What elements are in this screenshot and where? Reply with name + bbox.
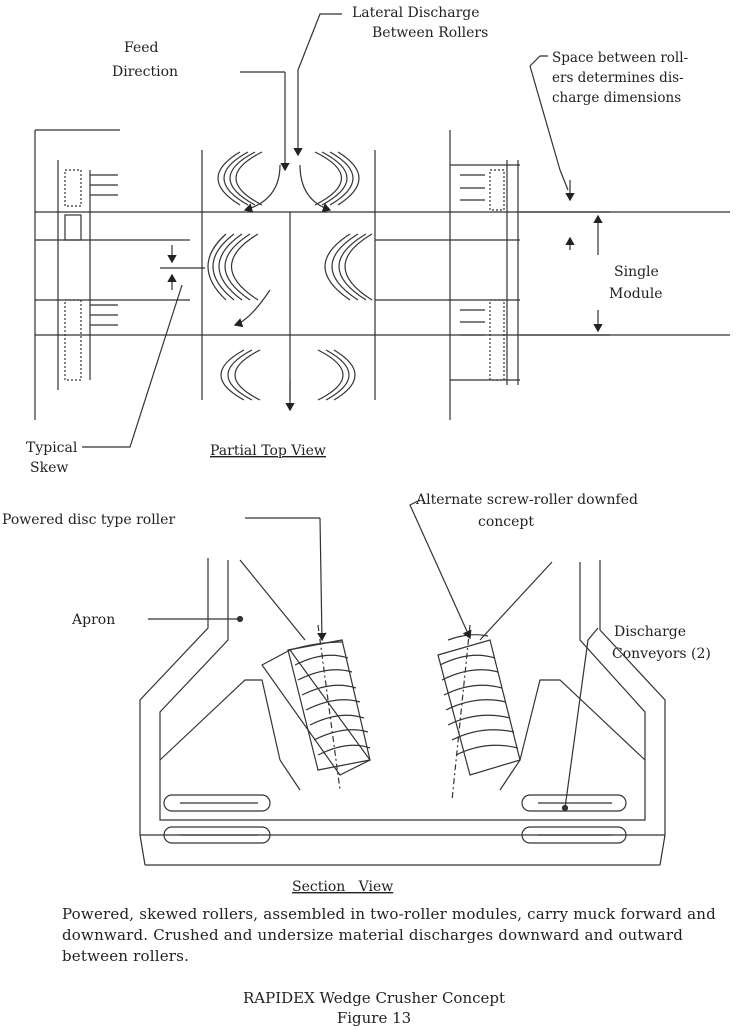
space-between-label-2: ers determines dis- bbox=[552, 70, 684, 86]
section-view-label: Section View bbox=[292, 879, 393, 895]
space-between-label-1: Space between roll- bbox=[552, 50, 688, 66]
discharge-conveyors bbox=[163, 794, 627, 844]
alternate-screw-label-1: Alternate screw-roller downfed bbox=[415, 492, 638, 508]
left-disc-roller bbox=[261, 624, 371, 791]
space-between-label-3: charge dimensions bbox=[552, 90, 681, 106]
feed-direction-label-2: Direction bbox=[112, 64, 178, 80]
section-view bbox=[139, 499, 666, 866]
partial-top-view-label: Partial Top View bbox=[210, 443, 326, 459]
right-screw-roller bbox=[437, 624, 521, 801]
roller-arcs-top bbox=[217, 151, 360, 206]
powered-disc-roller-label: Powered disc type roller bbox=[2, 512, 175, 528]
partial-top-view bbox=[34, 13, 730, 448]
discharge-conveyors-label-2: Conveyors (2) bbox=[612, 646, 711, 662]
alternate-screw-label-2: concept bbox=[478, 514, 534, 530]
apron-label: Apron bbox=[71, 612, 115, 628]
roller-arcs-bottom bbox=[220, 349, 356, 401]
feed-direction-label-1: Feed bbox=[124, 40, 159, 56]
typical-skew-label-1: Typical bbox=[26, 440, 78, 456]
lateral-discharge-label-2: Between Rollers bbox=[372, 25, 488, 41]
discharge-conveyors-label-1: Discharge bbox=[614, 624, 686, 640]
lateral-discharge-label-1: Lateral Discharge bbox=[352, 5, 480, 21]
typical-skew-label-2: Skew bbox=[30, 460, 68, 476]
single-module-label-1: Single bbox=[614, 264, 659, 280]
figure-title: RAPIDEX Wedge Crusher Concept bbox=[242, 989, 506, 1007]
roller-arcs-middle bbox=[207, 233, 373, 301]
single-module-label-2: Module bbox=[609, 286, 663, 302]
figure-caption: Powered, skewed rollers, assembled in tw… bbox=[62, 905, 716, 965]
figure-number: Figure 13 bbox=[336, 1009, 412, 1027]
